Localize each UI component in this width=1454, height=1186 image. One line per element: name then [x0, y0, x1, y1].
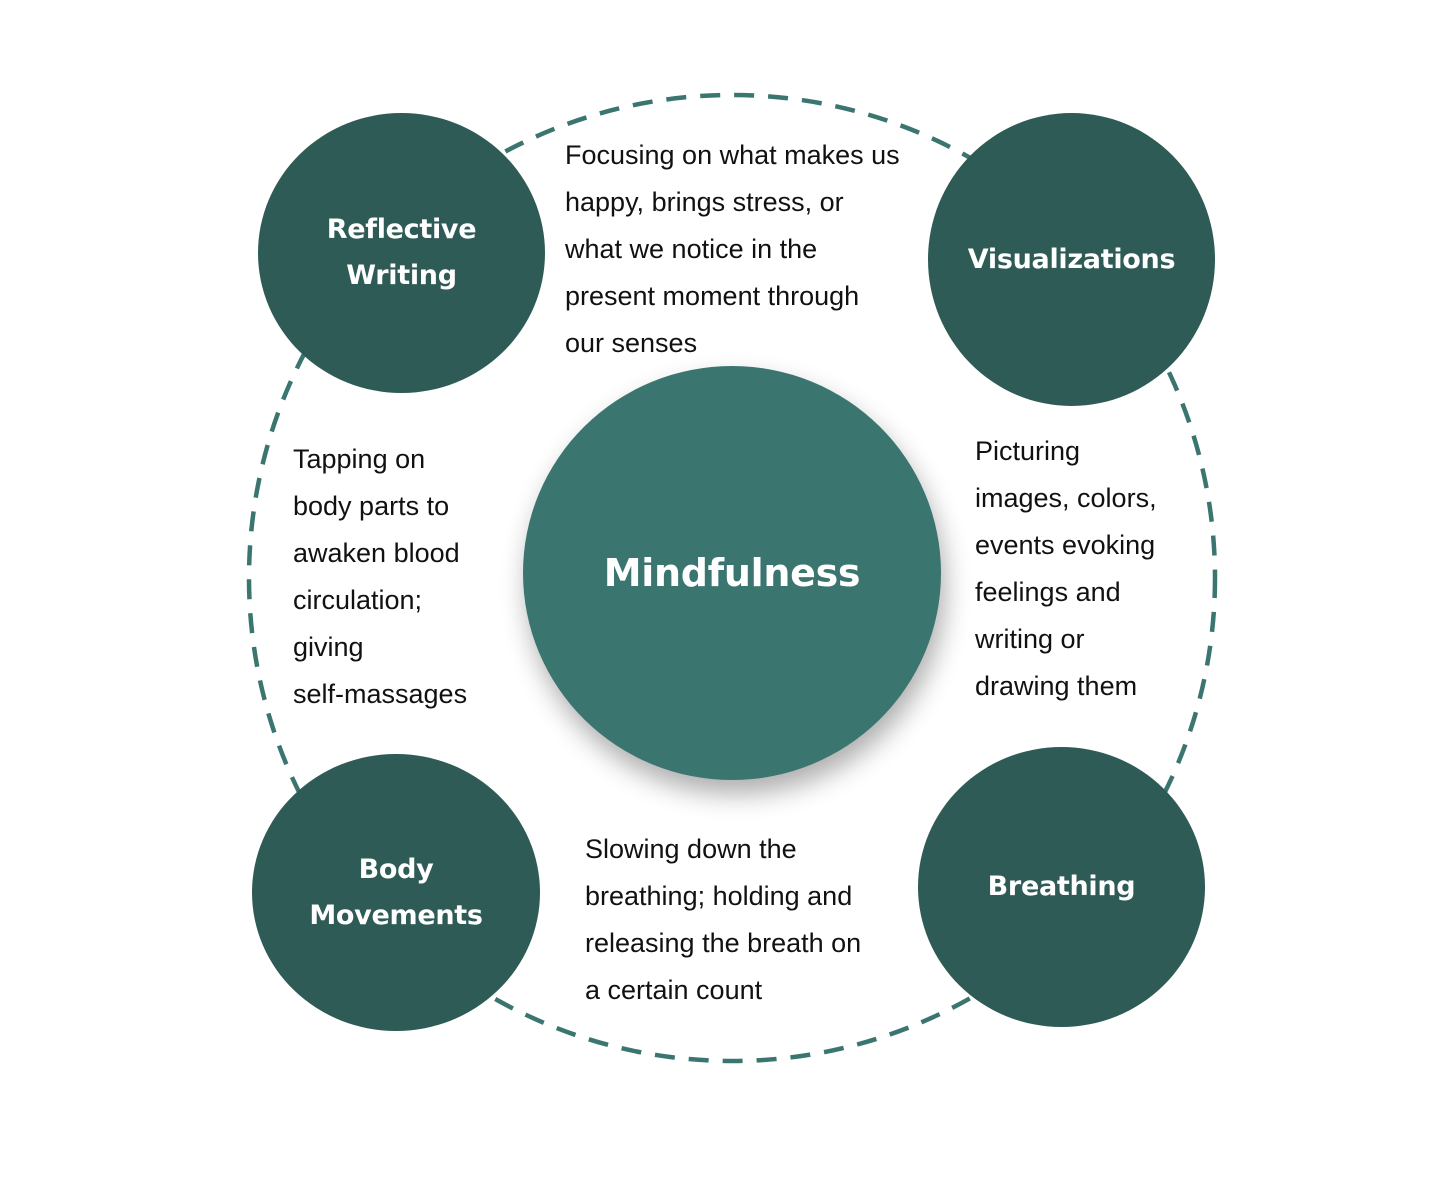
node-breathing: Breathing [918, 747, 1205, 1027]
description-bottom: Slowing down the breathing; holding and … [585, 834, 862, 1005]
node-label-reflective-writing: Reflective Writing [326, 214, 477, 291]
dashed-ring-path [246, 92, 1218, 1064]
description-top: Focusing on what makes us happy, brings … [565, 140, 900, 358]
node-label-visualizations: Visualizations [967, 243, 1176, 275]
node-body-movements: Body Movements [252, 754, 540, 1031]
description-left: Tapping on body parts to awaken blood ci… [293, 444, 468, 709]
node-label-breathing: Breathing [987, 871, 1136, 902]
center-label: Mindfulness [603, 551, 861, 595]
center-circle-mindfulness: Mindfulness [523, 366, 941, 780]
node-visualizations: Visualizations [928, 113, 1215, 406]
node-label-body-movements: Body Movements [309, 853, 483, 931]
description-right: Picturing images, colors, events evoking… [975, 436, 1157, 701]
node-reflective-writing: Reflective Writing [258, 113, 545, 393]
